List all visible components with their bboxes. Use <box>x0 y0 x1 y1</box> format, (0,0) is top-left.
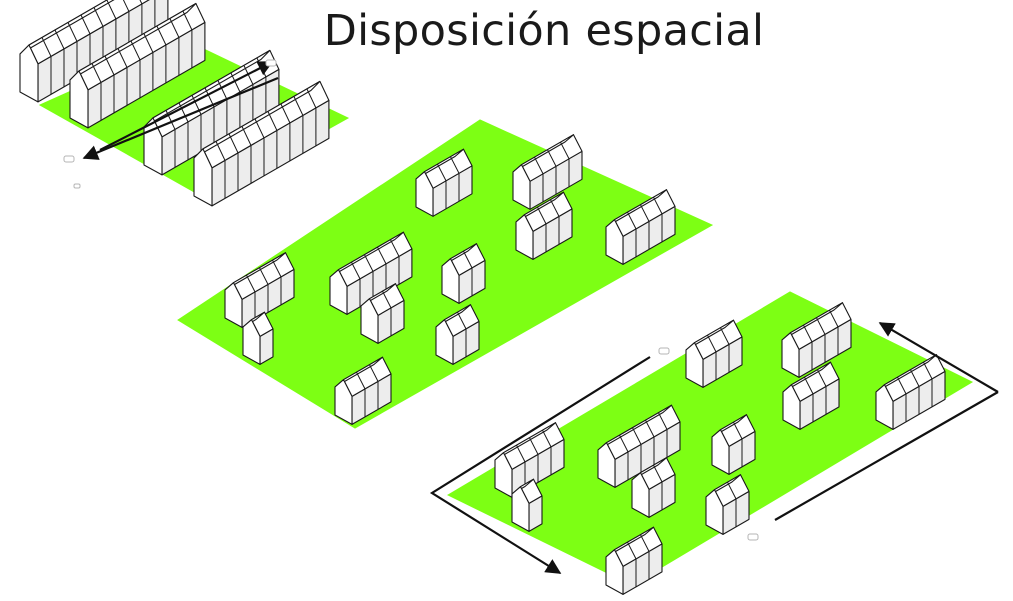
greenhouse <box>441 243 486 304</box>
vehicle-icon <box>63 155 75 163</box>
rows-greenhouses <box>19 0 330 207</box>
greenhouse <box>19 0 169 103</box>
greenhouse <box>415 148 473 217</box>
vehicle-icon <box>265 59 277 67</box>
perimeter-circulation-arrows <box>429 322 999 574</box>
greenhouse <box>334 356 392 425</box>
greenhouse <box>193 80 330 207</box>
greenhouse <box>329 231 413 315</box>
greenhouse <box>597 404 681 488</box>
greenhouse <box>605 189 676 265</box>
vehicle-icon <box>658 347 670 355</box>
greenhouse <box>705 474 750 535</box>
greenhouse <box>69 2 206 129</box>
greenhouse <box>685 319 743 388</box>
greenhouse <box>875 354 946 430</box>
greenhouse <box>242 311 274 365</box>
greenhouse <box>512 134 583 210</box>
greenhouse <box>360 283 405 344</box>
ground-plot-perimeter <box>446 291 974 586</box>
vehicle-icon <box>747 533 759 541</box>
greenhouse <box>782 361 840 430</box>
rows-vehicles <box>63 59 277 189</box>
page-title: Disposición espacial <box>323 6 765 56</box>
greenhouse <box>781 302 852 378</box>
greenhouse <box>435 304 480 365</box>
greenhouse <box>511 478 543 532</box>
perimeter-arrow-left-bottom <box>429 356 651 574</box>
rows-circulation-arrows <box>82 61 279 160</box>
scattered-layout <box>177 119 714 429</box>
rows-arrow-upper <box>99 61 274 151</box>
greenhouse <box>605 526 663 595</box>
perimeter-road-right-edge <box>774 391 999 521</box>
scattered-greenhouses <box>224 134 676 425</box>
vehicle-icon <box>73 183 81 189</box>
greenhouse <box>711 414 756 475</box>
greenhouse <box>494 422 565 498</box>
perimeter-vehicles <box>658 347 759 541</box>
greenhouse <box>631 457 676 518</box>
greenhouse <box>224 252 295 328</box>
perimeter-arrow-top-right <box>878 322 999 393</box>
row-layout <box>19 0 350 207</box>
greenhouse <box>515 191 573 260</box>
rows-arrow-lower <box>82 76 279 160</box>
perimeter-greenhouses <box>494 302 946 595</box>
scattered-layout-with-perimeter-road <box>429 291 999 595</box>
